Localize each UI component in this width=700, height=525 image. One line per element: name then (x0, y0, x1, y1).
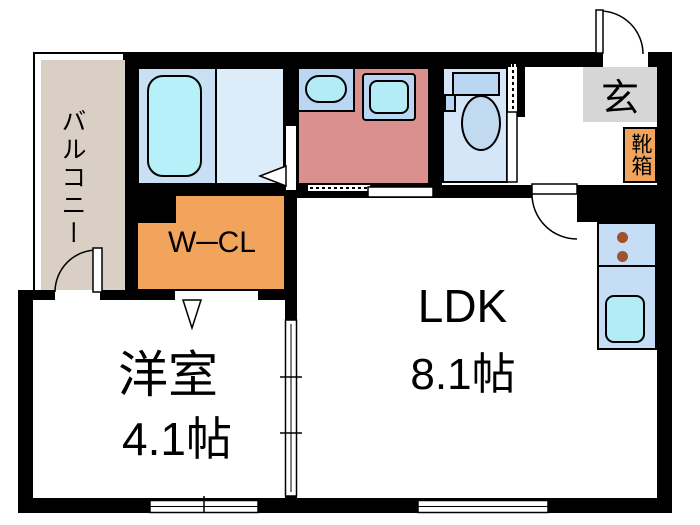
balcony-label: バルコニー (58, 108, 86, 248)
toilet-sidebox-icon (444, 94, 456, 112)
genkan-area (583, 67, 657, 122)
ldk-label: LDK (417, 280, 508, 332)
washroom (297, 67, 430, 185)
wall-partition-bottom (285, 495, 297, 513)
wall-top (125, 52, 603, 67)
wall-toilet-right (517, 52, 525, 117)
toilet-room (442, 67, 508, 183)
stove-burner-icon (617, 251, 628, 262)
wcl-door-icon (181, 299, 203, 331)
bathroom-door-opening (286, 126, 296, 190)
kitchen-sink-icon (605, 295, 645, 343)
room-partition-icon (280, 319, 302, 497)
bathtub-icon (147, 75, 202, 177)
washer-icon (369, 80, 409, 114)
bathroom (137, 67, 285, 185)
toilet-sliding-door-icon (506, 64, 518, 183)
washer-pan (362, 73, 416, 121)
balcony-door-opening (55, 290, 100, 300)
wall-right (657, 52, 672, 513)
wall-left (18, 290, 33, 513)
kitchen-divider (599, 265, 655, 267)
wall-middle-horizontal (285, 185, 532, 198)
washbasin-icon (305, 75, 347, 103)
washbasin-unit (299, 69, 355, 112)
stove-burner-icon (617, 232, 628, 243)
western-room-label: 洋室 (118, 347, 218, 403)
wcl-door-opening (175, 290, 258, 300)
shoe-box (623, 127, 657, 183)
wall-washroom-toilet (430, 52, 442, 198)
wall-partition-top (285, 298, 297, 322)
shoe-box-label: 靴箱 (629, 133, 652, 177)
ldk-size-label: 8.1帖 (410, 350, 516, 399)
toilet-bowl-icon (461, 95, 501, 151)
entrance-door-icon (595, 9, 644, 55)
wcl-label: W─CL (168, 226, 256, 259)
wall-hall-block (577, 185, 657, 222)
entrance-door-opening (603, 52, 648, 67)
western-room-size-label: 4.1帖 (122, 413, 232, 465)
ldk-door-opening (532, 185, 577, 198)
kitchen-counter (597, 222, 657, 350)
wall-bottom (18, 498, 672, 513)
toilet-tank-icon (452, 72, 500, 96)
genkan-label: 玄 (600, 78, 639, 120)
